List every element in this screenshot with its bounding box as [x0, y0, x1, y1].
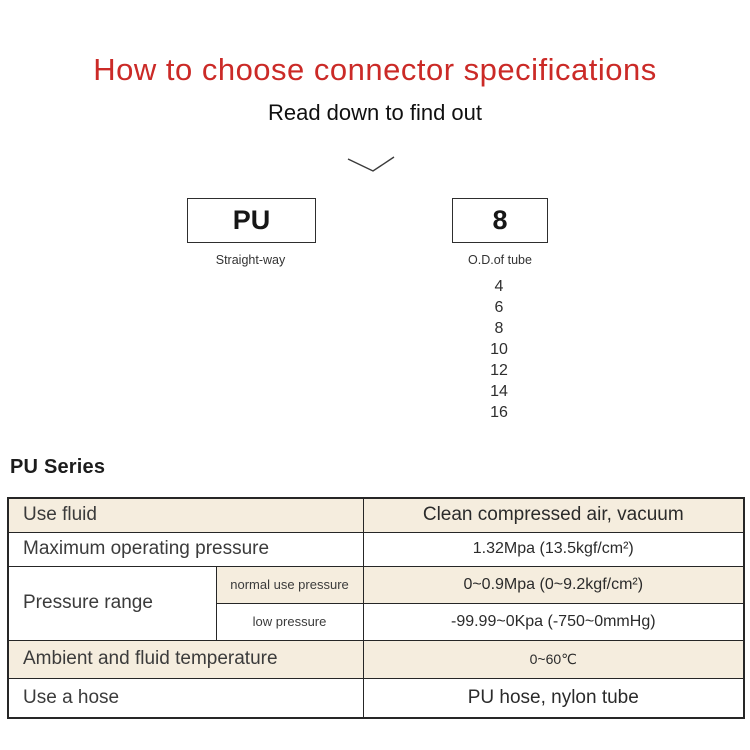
- size-option: 10: [490, 341, 508, 358]
- spec-row-sublabel: low pressure: [215, 602, 364, 641]
- page-subtitle: Read down to find out: [267, 100, 483, 125]
- spec-row-label: Use a hose: [7, 677, 364, 719]
- spec-row-label: Use fluid: [7, 497, 364, 533]
- table-row: Use a hose PU hose, nylon tube: [7, 677, 745, 719]
- table-row: low pressure -99.99~0Kpa (-750~0mmHg): [8, 602, 745, 641]
- spec-row-value: 0~60℃: [362, 639, 745, 679]
- table-row: Pressure range normal use pressure 0~0.9…: [7, 565, 745, 641]
- spec-row-label: Pressure range: [7, 565, 217, 641]
- spec-row-sublabel: normal use pressure: [215, 565, 364, 604]
- spec-table: Use fluid Clean compressed air, vacuum M…: [7, 497, 746, 719]
- model-code-label: Straight-way: [215, 253, 286, 267]
- size-options-list: 4 6 8 10 12 14 16: [452, 276, 546, 423]
- size-option: 8: [494, 320, 504, 337]
- table-row: Ambient and fluid temperature 0~60℃: [7, 639, 745, 679]
- size-option: 12: [490, 362, 508, 379]
- size-code-label: O.D.of tube: [468, 253, 532, 267]
- spec-row-value: 1.32Mpa (13.5kgf/cm²): [362, 531, 745, 567]
- size-option: 6: [494, 299, 504, 316]
- page-title: How to choose connector specifications: [93, 52, 657, 87]
- size-code-box: 8: [452, 198, 548, 243]
- spec-row-value: -99.99~0Kpa (-750~0mmHg): [362, 602, 745, 641]
- table-row: Maximum operating pressure 1.32Mpa (13.5…: [7, 531, 745, 567]
- size-option: 16: [490, 404, 508, 421]
- model-code-box: PU: [187, 198, 316, 243]
- spec-row-value: Clean compressed air, vacuum: [362, 497, 745, 533]
- size-option: 4: [494, 278, 504, 295]
- spec-row-value: PU hose, nylon tube: [362, 677, 745, 719]
- size-option: 14: [490, 383, 508, 400]
- table-row: Use fluid Clean compressed air, vacuum: [7, 497, 745, 533]
- spec-row-value: 0~0.9Mpa (0~9.2kgf/cm²): [362, 565, 745, 604]
- series-heading: PU Series: [10, 456, 106, 478]
- spec-row-label: Maximum operating pressure: [7, 531, 364, 567]
- spec-row-label: Ambient and fluid temperature: [7, 639, 364, 679]
- chevron-down-icon: [347, 156, 395, 172]
